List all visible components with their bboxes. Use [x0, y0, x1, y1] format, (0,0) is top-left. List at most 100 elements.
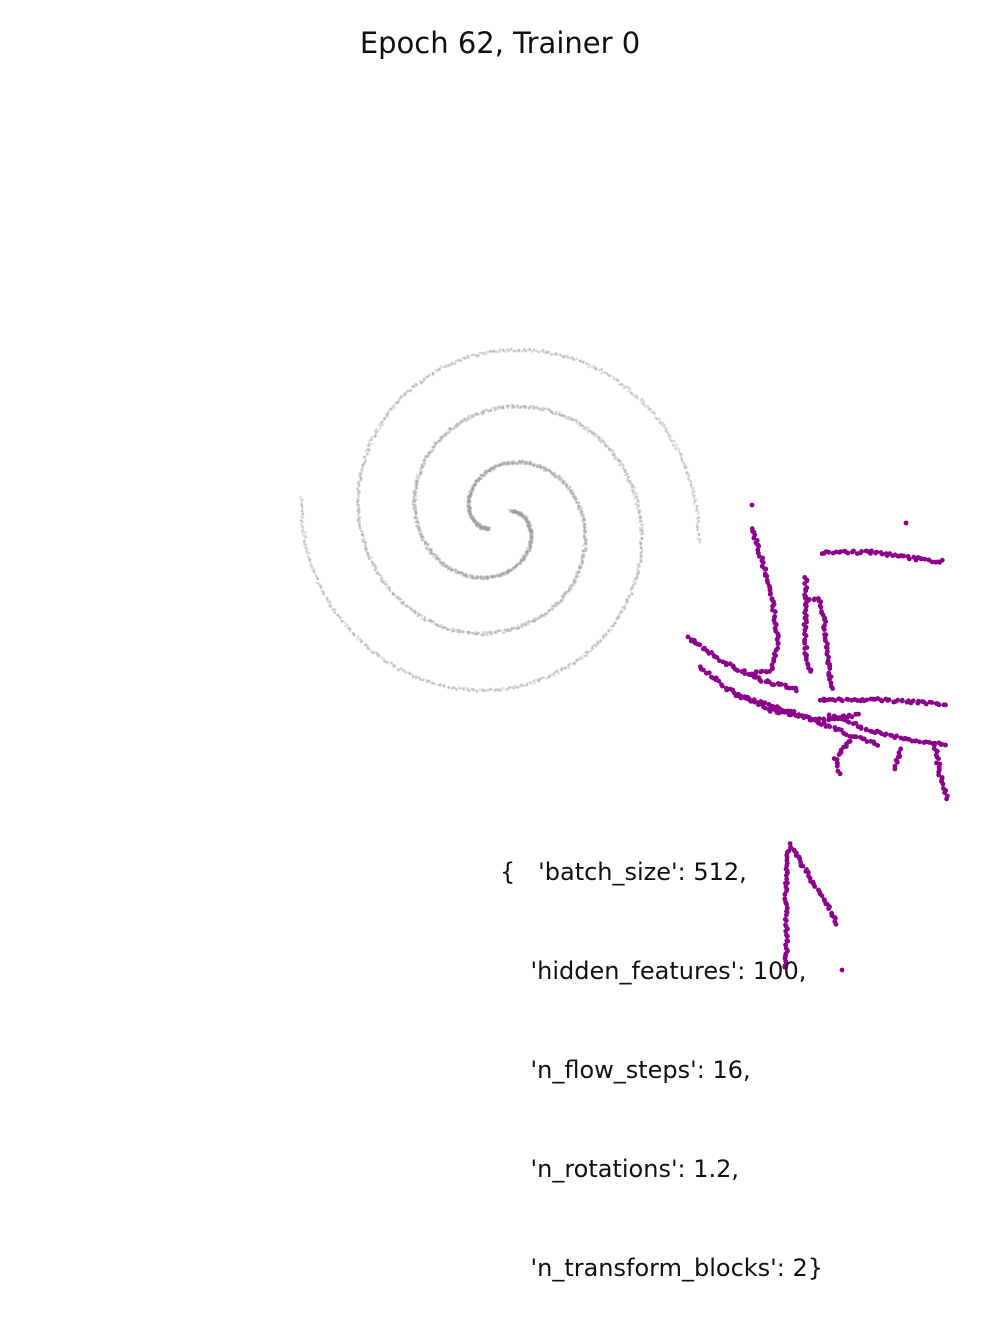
target-point — [381, 423, 384, 427]
target-point — [329, 600, 332, 603]
target-point — [605, 634, 608, 637]
target-point — [413, 492, 416, 496]
target-point — [528, 521, 531, 524]
target-point — [301, 516, 304, 519]
target-point — [498, 689, 502, 692]
target-point — [472, 688, 475, 692]
target-point — [447, 686, 450, 690]
target-point — [492, 575, 495, 579]
target-point — [432, 445, 436, 449]
sample-point — [706, 670, 712, 676]
target-point — [416, 614, 419, 618]
target-point — [509, 569, 513, 572]
target-point — [520, 557, 523, 561]
target-point — [638, 516, 641, 519]
target-point — [480, 525, 484, 528]
target-point — [591, 432, 594, 436]
target-point — [542, 350, 545, 354]
target-point — [573, 358, 576, 361]
target-point — [493, 575, 496, 578]
target-point — [325, 596, 328, 599]
target-point — [464, 575, 468, 578]
target-point — [333, 608, 337, 611]
target-point — [413, 386, 416, 389]
target-point — [474, 483, 477, 487]
sample-point — [936, 756, 941, 761]
target-point — [474, 481, 477, 484]
target-point — [525, 517, 528, 520]
target-point — [516, 562, 520, 565]
target-point — [392, 663, 395, 667]
target-point — [429, 548, 433, 551]
target-point — [301, 530, 304, 534]
target-point — [625, 472, 628, 475]
target-point — [471, 517, 474, 521]
target-point — [697, 516, 701, 520]
sample-point — [943, 702, 948, 708]
target-point — [526, 521, 530, 525]
target-point — [514, 462, 518, 465]
target-point — [511, 510, 515, 513]
target-point — [462, 686, 466, 690]
target-point — [635, 496, 639, 500]
target-point — [514, 564, 518, 567]
target-point — [613, 455, 616, 459]
target-point — [472, 415, 475, 419]
target-point — [564, 666, 568, 670]
sample-point — [742, 694, 748, 699]
target-point — [593, 643, 596, 647]
target-point — [301, 512, 305, 516]
target-point — [697, 520, 700, 523]
target-point — [434, 443, 437, 447]
target-point — [469, 417, 472, 420]
target-point — [314, 573, 317, 577]
target-point — [628, 479, 631, 483]
target-point — [485, 472, 488, 475]
target-point — [558, 411, 561, 414]
target-point — [445, 431, 448, 435]
target-point — [598, 439, 602, 442]
target-point — [440, 563, 444, 567]
target-point — [312, 570, 316, 573]
target-point — [530, 530, 534, 533]
target-point — [640, 519, 644, 523]
target-point — [415, 475, 419, 479]
target-point — [639, 541, 642, 545]
target-point — [637, 499, 640, 502]
target-point — [470, 574, 473, 578]
target-point — [443, 685, 446, 688]
target-point — [528, 407, 531, 410]
target-point — [437, 684, 441, 687]
target-point — [316, 577, 320, 580]
sample-point — [906, 556, 912, 562]
target-point — [502, 407, 505, 411]
target-point — [528, 529, 532, 533]
target-point — [467, 500, 470, 504]
target-point — [468, 513, 472, 517]
target-point — [494, 573, 498, 577]
target-point — [450, 566, 453, 569]
target-point — [485, 577, 489, 580]
target-point — [449, 569, 453, 573]
target-point — [613, 453, 616, 457]
target-point — [635, 492, 638, 496]
target-point — [536, 678, 539, 682]
target-point — [619, 611, 623, 614]
target-point — [445, 565, 449, 568]
target-point — [481, 631, 485, 634]
target-point — [525, 682, 529, 685]
target-point — [467, 495, 471, 499]
target-point — [370, 556, 373, 559]
target-point — [519, 561, 522, 565]
target-point — [417, 526, 420, 530]
target-point — [553, 674, 556, 677]
target-point — [630, 592, 633, 596]
target-point — [469, 500, 472, 503]
target-point — [586, 651, 589, 655]
target-point — [311, 564, 314, 568]
target-point — [528, 534, 532, 538]
target-point — [479, 527, 482, 530]
target-point — [433, 682, 437, 686]
sample-point — [917, 739, 922, 745]
target-point — [366, 453, 369, 456]
